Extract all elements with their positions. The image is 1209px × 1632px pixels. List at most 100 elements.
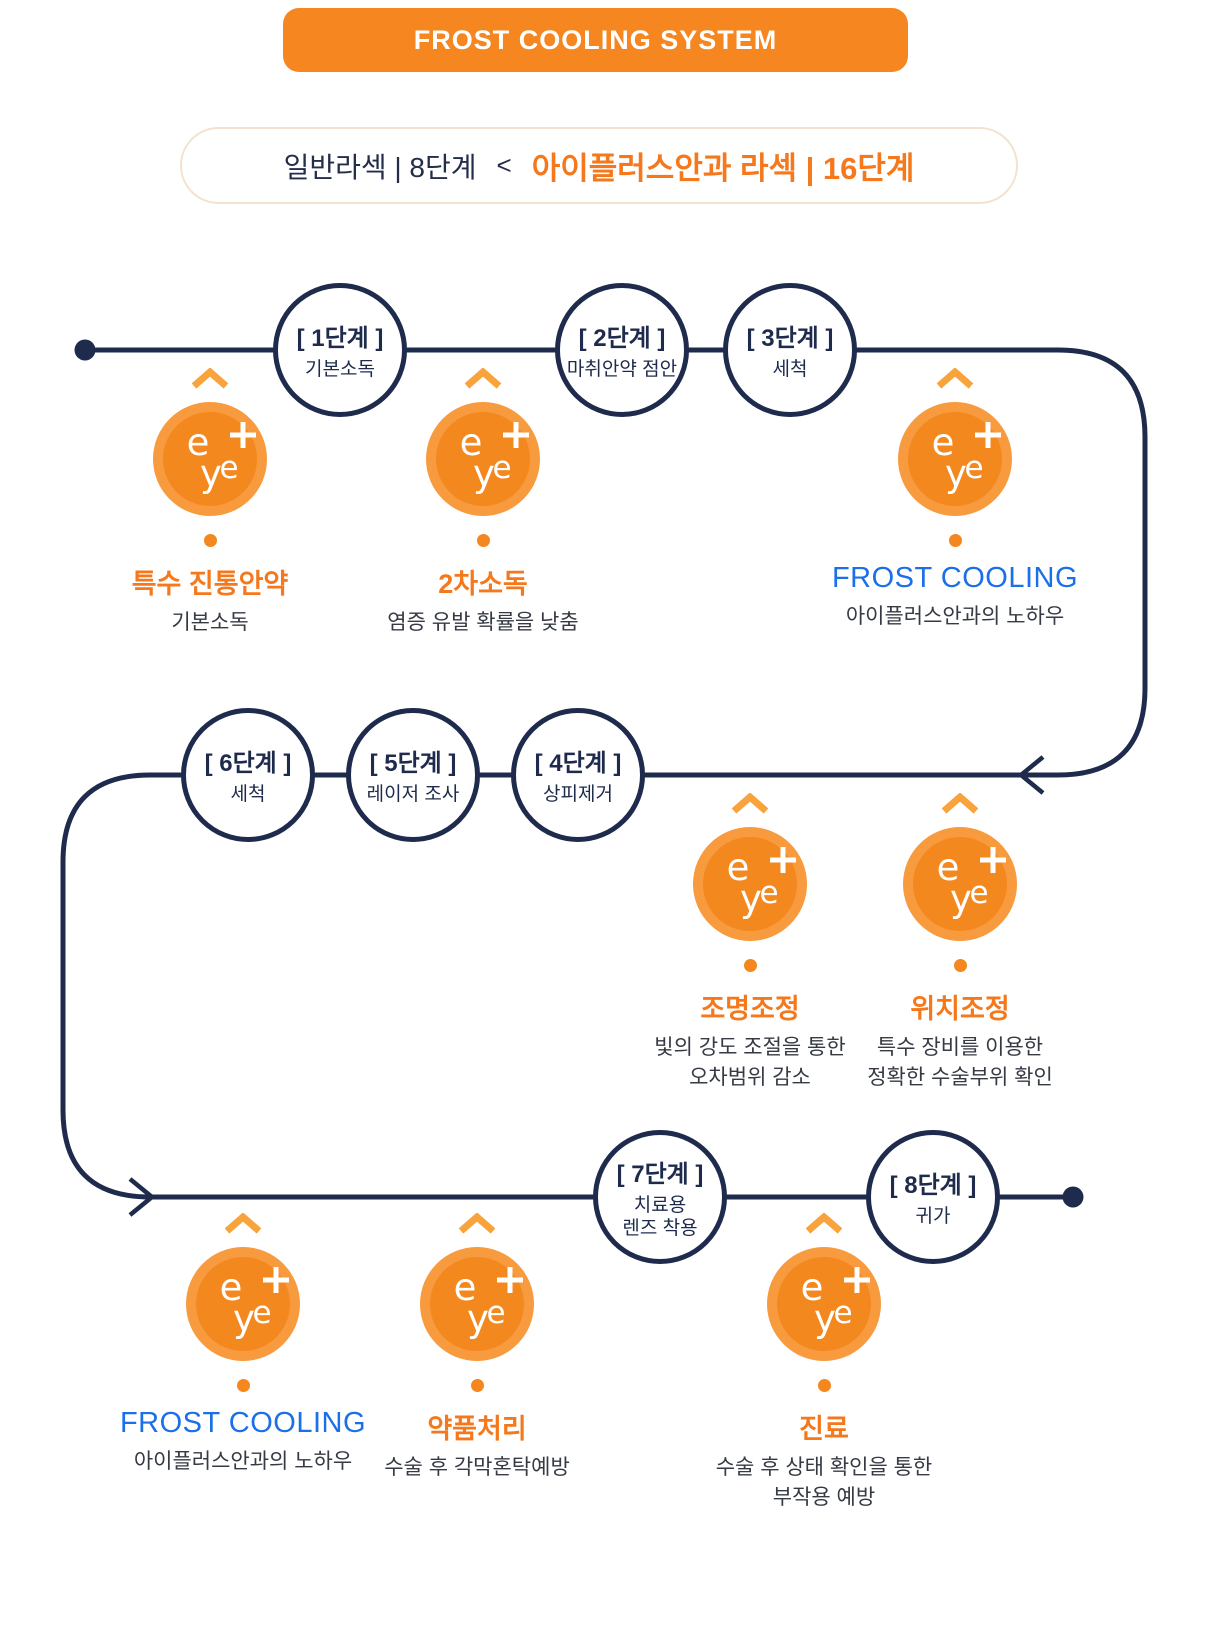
extra-light-adjustment: e y e 조명조정 빛의 강도 조절을 통한 오차범위 감소 xyxy=(580,793,920,1094)
step-name: 세척 xyxy=(772,359,808,381)
extra-checkup: e y e 진료 수술 후 상태 확인을 통한 부작용 예방 xyxy=(654,1213,994,1514)
svg-text:y: y xyxy=(473,452,495,495)
svg-text:e: e xyxy=(460,421,483,464)
line-start-dot xyxy=(74,339,96,361)
eyeplus-badge-icon: e y e xyxy=(420,1247,534,1361)
extra-desc: 기본소독 xyxy=(171,611,249,634)
arrow-left-icon xyxy=(1017,755,1045,795)
extra-frost-cooling-1: e y e FROST COOLING 아이플러스안과의 노하우 xyxy=(785,368,1125,632)
eyeplus-badge-icon: e y e xyxy=(767,1247,881,1361)
extra-medication-treatment: e y e 약품처리 수술 후 각막혼탁예방 xyxy=(307,1213,647,1483)
chevron-up-icon xyxy=(464,368,502,389)
svg-text:e: e xyxy=(801,1266,824,1309)
extra-desc: 아이플러스안과의 노하우 xyxy=(845,605,1065,628)
step-circle-6: [ 6단계 ] 세척 xyxy=(181,708,315,842)
extra-title: 조명조정 xyxy=(700,994,800,1024)
svg-text:e: e xyxy=(219,450,238,486)
extra-desc: 염증 유발 확률을 낮춤 xyxy=(387,611,579,634)
comparison-eyeplus-lasek: 아이플러스안과 라섹 | 16단계 xyxy=(531,151,915,186)
bullet-dot xyxy=(476,534,490,547)
step-name: 귀가 xyxy=(915,1206,951,1228)
extra-title: FROST COOLING xyxy=(119,1407,367,1439)
chevron-up-icon xyxy=(941,793,979,814)
svg-text:y: y xyxy=(233,1297,255,1340)
svg-text:e: e xyxy=(252,1295,271,1331)
comparison-general-lasek: 일반라섹 | 8단계 xyxy=(283,151,477,183)
chevron-up-icon xyxy=(224,1213,262,1234)
chevron-up-icon xyxy=(458,1213,496,1234)
svg-text:e: e xyxy=(727,846,750,889)
svg-text:e: e xyxy=(932,421,955,464)
eyeplus-badge-icon: e y e xyxy=(426,402,540,516)
chevron-up-icon xyxy=(191,368,229,389)
svg-text:e: e xyxy=(833,1295,852,1331)
step-name: 세척 xyxy=(230,784,266,806)
extra-title: 진료 xyxy=(799,1414,849,1444)
svg-text:y: y xyxy=(945,452,967,495)
step-circle-3: [ 3단계 ] 세척 xyxy=(723,283,857,417)
svg-text:y: y xyxy=(740,877,762,920)
step-name: 상피제거 xyxy=(543,784,613,806)
chevron-up-icon xyxy=(731,793,769,814)
bullet-dot xyxy=(953,959,967,972)
extra-title: 위치조정 xyxy=(910,994,1010,1024)
svg-text:e: e xyxy=(964,450,983,486)
extra-title: 2차소독 xyxy=(438,569,528,599)
bullet-dot xyxy=(743,959,757,972)
bullet-dot xyxy=(817,1379,831,1392)
chevron-up-icon xyxy=(805,1213,843,1234)
eyeplus-badge-icon: e y e xyxy=(153,402,267,516)
chevron-up-icon xyxy=(936,368,974,389)
step-name: 레이저 조사 xyxy=(366,784,460,806)
step-name: 치료용 렌즈 착용 xyxy=(622,1194,698,1239)
eyeplus-badge-icon: e y e xyxy=(903,827,1017,941)
svg-text:e: e xyxy=(937,846,960,889)
extra-special-anesthetic: e y e 특수 진통안약 기본소독 xyxy=(40,368,380,638)
extra-desc: 수술 후 각막혼탁예방 xyxy=(384,1456,570,1479)
eyeplus-badge-icon: e y e xyxy=(898,402,1012,516)
extra-frost-cooling-2: e y e FROST COOLING 아이플러스안과의 노하우 xyxy=(73,1213,413,1477)
step-label: [ 6단계 ] xyxy=(204,750,292,778)
step-label: [ 3단계 ] xyxy=(746,325,834,353)
step-label: [ 7단계 ] xyxy=(616,1160,704,1188)
step-label: [ 8단계 ] xyxy=(889,1172,977,1200)
step-label: [ 5단계 ] xyxy=(369,750,457,778)
step-name: 기본소독 xyxy=(305,359,375,381)
banner-title: FROST COOLING SYSTEM xyxy=(413,24,778,55)
less-than-icon: < xyxy=(496,150,512,180)
extra-desc: 특수 장비를 이용한 정확한 수술부위 확인 xyxy=(867,1036,1053,1090)
extra-title: 특수 진통안약 xyxy=(131,569,289,599)
svg-text:e: e xyxy=(492,450,511,486)
bullet-dot xyxy=(470,1379,484,1392)
bullet-dot xyxy=(203,534,217,547)
svg-text:e: e xyxy=(454,1266,477,1309)
banner: FROST COOLING SYSTEM xyxy=(283,8,908,72)
extra-title: FROST COOLING xyxy=(831,562,1079,594)
extra-desc: 수술 후 상태 확인을 통한 부작용 예방 xyxy=(715,1456,933,1510)
extra-desc: 아이플러스안과의 노하우 xyxy=(133,1450,353,1473)
step-circle-2: [ 2단계 ] 마취안약 점안 xyxy=(555,283,689,417)
step-label: [ 1단계 ] xyxy=(296,325,384,353)
extra-position-adjustment: e y e 위치조정 특수 장비를 이용한 정확한 수술부위 확인 xyxy=(790,793,1130,1094)
svg-text:e: e xyxy=(486,1295,505,1331)
svg-text:e: e xyxy=(969,875,988,911)
eyeplus-badge-icon: e y e xyxy=(693,827,807,941)
comparison-pill: 일반라섹 | 8단계 < 아이플러스안과 라섹 | 16단계 xyxy=(180,127,1018,204)
step-circle-4: [ 4단계 ] 상피제거 xyxy=(511,708,645,842)
step-circle-7: [ 7단계 ] 치료용 렌즈 착용 xyxy=(593,1130,727,1264)
arrow-right-icon xyxy=(128,1177,156,1217)
step-circle-8: [ 8단계 ] 귀가 xyxy=(866,1130,1000,1264)
step-circle-1: [ 1단계 ] 기본소독 xyxy=(273,283,407,417)
svg-text:e: e xyxy=(759,875,778,911)
svg-text:y: y xyxy=(200,452,222,495)
extra-desc: 빛의 강도 조절을 통한 오차범위 감소 xyxy=(654,1036,846,1090)
bullet-dot xyxy=(948,534,962,547)
svg-text:y: y xyxy=(950,877,972,920)
bullet-dot xyxy=(236,1379,250,1392)
extra-second-disinfection: e y e 2차소독 염증 유발 확률을 낮춤 xyxy=(313,368,653,638)
step-circle-5: [ 5단계 ] 레이저 조사 xyxy=(346,708,480,842)
svg-text:e: e xyxy=(187,421,210,464)
line-end-dot xyxy=(1062,1186,1084,1208)
svg-text:y: y xyxy=(467,1297,489,1340)
